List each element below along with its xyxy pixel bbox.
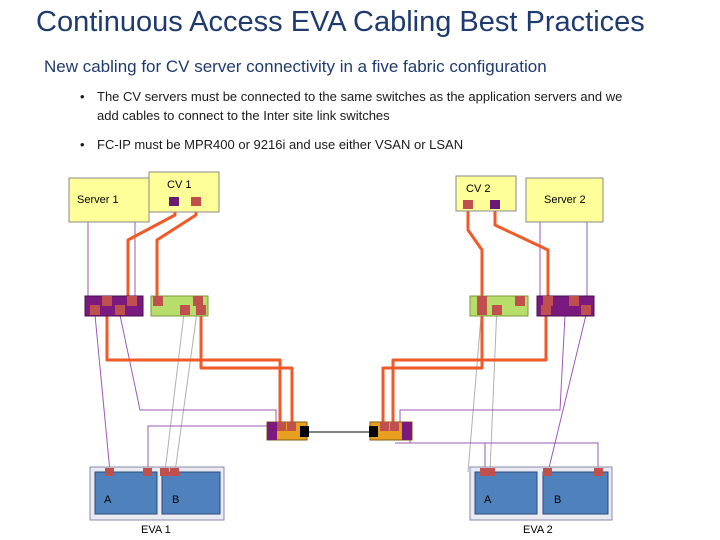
switch-purple-site2 (536, 295, 595, 317)
eva2-b-label: B (554, 494, 561, 506)
gray-cable (489, 304, 498, 473)
eva1-a-label: A (104, 494, 112, 506)
bullet-line: add cables to connect to the Inter site … (97, 108, 390, 123)
eva2-port (543, 468, 552, 476)
orange-cable (155, 201, 198, 297)
gray-cable (467, 304, 483, 473)
switch-port (581, 305, 591, 315)
cv2-port (490, 200, 500, 209)
switch-port (477, 296, 487, 306)
purple-cable (119, 314, 277, 422)
switch-green-site1 (150, 295, 209, 317)
cv1-box (148, 171, 220, 213)
bullet-line: FC-IP must be MPR400 or 9216i and use ei… (97, 137, 464, 152)
eva1-b-label: B (172, 494, 179, 506)
server1-box (68, 177, 150, 223)
bullet-glyph: • (80, 89, 85, 104)
switch-port (477, 305, 487, 315)
cv1-port (191, 197, 201, 206)
fcip-port (267, 422, 277, 431)
switch-port (515, 296, 525, 306)
gray-cable (164, 304, 186, 473)
fcip-port (380, 422, 389, 431)
server2-box (525, 177, 604, 223)
eva2-controller-a (474, 471, 538, 515)
switch-port (193, 296, 203, 306)
purple-cable (147, 425, 268, 472)
eva2-array: A B EVA 2 (469, 466, 613, 536)
orange-cable (199, 315, 294, 422)
bullet-line: The CV servers must be connected to the … (97, 89, 623, 104)
purple-cable (547, 314, 587, 473)
fcip-port (277, 422, 286, 431)
orange-cable (381, 315, 484, 422)
cv2-server: CV 2 (455, 175, 517, 212)
slide-title: Continuous Access EVA Cabling Best Pract… (36, 6, 645, 38)
switch-port (492, 305, 502, 315)
fcip-port (267, 431, 277, 440)
eva1-controller-b (161, 471, 221, 515)
fcip-port (300, 426, 309, 437)
orange-cable (493, 201, 550, 297)
eva2-port (480, 468, 489, 476)
fcip-router-site1 (266, 421, 309, 441)
fcip-port (402, 422, 412, 431)
orange-cable (105, 315, 282, 422)
gray-cable (174, 304, 199, 473)
orange-cable (391, 315, 548, 422)
eva2-port (594, 468, 603, 476)
fcip-router-site2 (369, 421, 413, 441)
bullet-fcip: • FC-IP must be MPR400 or 9216i and use … (80, 135, 700, 155)
gray-cables (164, 304, 498, 473)
switch-port (543, 296, 553, 306)
eva2-port (486, 468, 495, 476)
bullet-cv-servers: • The CV servers must be connected to th… (80, 87, 700, 127)
eva2-label: EVA 2 (523, 524, 553, 536)
cv1-label: CV 1 (167, 179, 191, 191)
switch-port (541, 305, 551, 315)
cv1-server: CV 1 (148, 171, 220, 213)
orange-cable (466, 201, 484, 297)
switch-port (569, 296, 579, 306)
eva2-controller-b (542, 471, 609, 515)
server2-label: Server 2 (544, 194, 586, 206)
eva1-port (170, 468, 179, 476)
server1: Server 1 (68, 177, 150, 223)
fcip-port (369, 426, 378, 437)
switch-port (196, 305, 206, 315)
eva1-controller-a (94, 471, 158, 515)
purple-cable (409, 432, 599, 472)
switch-green-site2 (469, 295, 529, 317)
switch-purple-site1 (84, 295, 144, 317)
switch-port (102, 296, 112, 306)
cv1-port (169, 197, 179, 206)
cv2-port (463, 200, 473, 209)
fcip-port (287, 422, 296, 431)
slide-subtitle: New cabling for CV server connectivity i… (44, 57, 547, 76)
eva1-label: EVA 1 (141, 524, 171, 536)
eva1-port (143, 468, 152, 476)
bullet-glyph: • (80, 137, 85, 152)
eva2-a-label: A (484, 494, 492, 506)
switch-port (90, 305, 100, 315)
switch-port (127, 296, 137, 306)
fcip-port (390, 422, 399, 431)
server1-label: Server 1 (77, 194, 119, 206)
switch-port (115, 305, 125, 315)
purple-cable (94, 314, 111, 473)
eva1-array: A B EVA 1 (89, 466, 225, 536)
eva1-port (160, 468, 169, 476)
server2: Server 2 (525, 177, 604, 223)
cv2-label: CV 2 (466, 183, 490, 195)
purple-cables (87, 221, 599, 473)
switch-port (153, 296, 163, 306)
purple-cable (399, 314, 566, 422)
fcip-port (402, 431, 412, 440)
switch-port (180, 305, 190, 315)
purple-cable (395, 442, 486, 472)
eva1-port (105, 468, 114, 476)
